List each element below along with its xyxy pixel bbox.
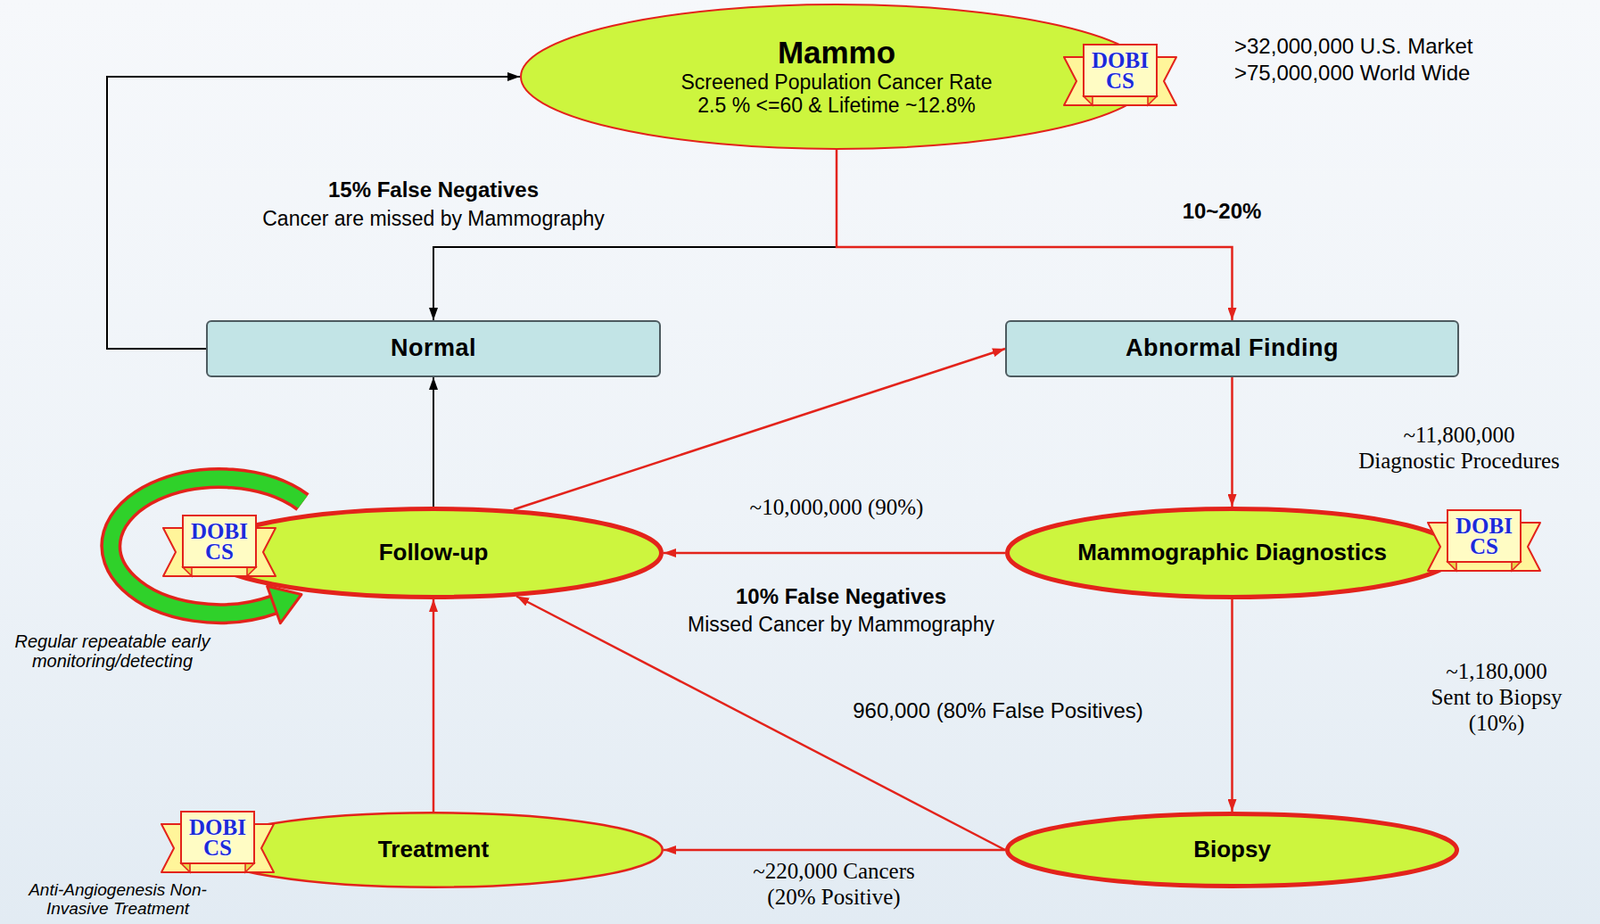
badge-text: DOBI CS xyxy=(1455,515,1513,557)
ellipse-text: Biopsy xyxy=(1193,836,1271,864)
badge-panel xyxy=(182,515,256,568)
flow-arrow xyxy=(1230,599,1234,812)
badge-fold xyxy=(245,863,255,873)
text-group: Abnormal Finding xyxy=(1125,334,1339,363)
edge-label: ~11,800,000 Diagnostic Procedures xyxy=(1355,422,1563,475)
text-group: Mammographic Diagnostics xyxy=(1077,539,1387,567)
dobi-badge: DOBI CS xyxy=(1427,506,1541,575)
cycle-arrow-head xyxy=(267,585,302,623)
ellipse-text: Mammographic Diagnostics xyxy=(1077,539,1387,567)
ellipse-shape xyxy=(1007,814,1458,887)
flow-arrow xyxy=(1230,377,1234,507)
badge-fold xyxy=(1511,561,1521,571)
annotation: 15% False Negatives xyxy=(328,177,539,203)
ellipse-text: Follow-up xyxy=(379,539,489,567)
flow-arrow xyxy=(836,149,1233,321)
dobi-badge: DOBI CS xyxy=(161,808,274,876)
status-box: Abnormal Finding xyxy=(1005,320,1460,378)
edge-label: ~10,000,000 (90%) xyxy=(750,494,924,521)
badge-fold xyxy=(247,567,256,577)
box-text: Abnormal Finding xyxy=(1125,334,1339,363)
process-ellipse: Follow-up xyxy=(203,506,664,600)
badge-text: DOBI CS xyxy=(189,816,247,858)
badge-fold xyxy=(182,567,192,577)
annotation: >32,000,000 U.S. Market xyxy=(1234,33,1474,59)
text-group: DOBI CS xyxy=(189,816,247,858)
edge-label: 10~20% xyxy=(1182,198,1262,224)
box-shape xyxy=(206,321,660,377)
badge-fold xyxy=(1447,561,1457,571)
badge-fold xyxy=(1083,96,1093,106)
process-ellipse: Mammographic Diagnostics xyxy=(1005,506,1460,600)
badge-fold xyxy=(1147,96,1157,106)
ellipse-shape xyxy=(1007,509,1458,598)
badge-panel xyxy=(1447,510,1521,562)
flow-arrow xyxy=(433,149,837,321)
flow-arrow xyxy=(663,552,1006,555)
badge-text: DOBI CS xyxy=(190,520,248,562)
text-group: Treatment xyxy=(378,836,489,864)
badge-fold xyxy=(181,863,190,873)
text-group: MammoScreened Population Cancer Rate 2.5… xyxy=(674,35,1000,117)
text-group: DOBI CS xyxy=(1091,49,1149,91)
ellipse-text: Screened Population Cancer Rate 2.5 % <=… xyxy=(674,70,1000,118)
screening-ellipse: MammoScreened Population Cancer Rate 2.5… xyxy=(519,3,1154,150)
ellipse-text: Mammo xyxy=(777,35,896,71)
badge-panel xyxy=(181,811,255,864)
text-group: Follow-up xyxy=(379,539,489,567)
badge-panel xyxy=(1083,44,1157,97)
flow-arrow xyxy=(516,595,1006,850)
badge-text: DOBI CS xyxy=(1091,49,1149,91)
note-text: Anti-Angiogenesis Non-Invasive Treatment xyxy=(26,880,210,919)
edge-label: ~1,180,000 Sent to Biopsy (10%) xyxy=(1427,659,1567,736)
ellipse-shape xyxy=(520,4,1153,149)
flow-arrow xyxy=(432,377,435,507)
text-group: Biopsy xyxy=(1193,836,1271,864)
flow-arrow xyxy=(663,849,1006,852)
edge-label: ~220,000 Cancers (20% Positive) xyxy=(744,858,924,911)
dobi-badge: DOBI CS xyxy=(1063,41,1177,109)
edge-label: 960,000 (80% False Positives) xyxy=(852,698,1144,724)
annotation: >75,000,000 World Wide xyxy=(1234,60,1470,86)
box-shape xyxy=(1006,321,1459,377)
text-group: Normal xyxy=(390,334,477,363)
process-ellipse: Biopsy xyxy=(1005,811,1460,889)
text-group: DOBI CS xyxy=(1455,515,1513,557)
annotation: Cancer are missed by Mammography xyxy=(262,206,604,231)
status-box: Normal xyxy=(206,320,661,378)
ellipse-text: Treatment xyxy=(378,836,489,864)
dobi-badge: DOBI CS xyxy=(163,511,276,580)
ellipse-shape xyxy=(206,509,662,598)
text-group: DOBI CS xyxy=(190,520,248,562)
annotation: Missed Cancer by Mammography xyxy=(687,612,995,636)
annotation: 10% False Negatives xyxy=(735,584,947,610)
note-text: Regular repeatable early monitoring/dete… xyxy=(12,631,214,672)
process-ellipse: Treatment xyxy=(203,811,664,889)
box-text: Normal xyxy=(390,334,477,363)
flow-arrow xyxy=(432,599,436,812)
